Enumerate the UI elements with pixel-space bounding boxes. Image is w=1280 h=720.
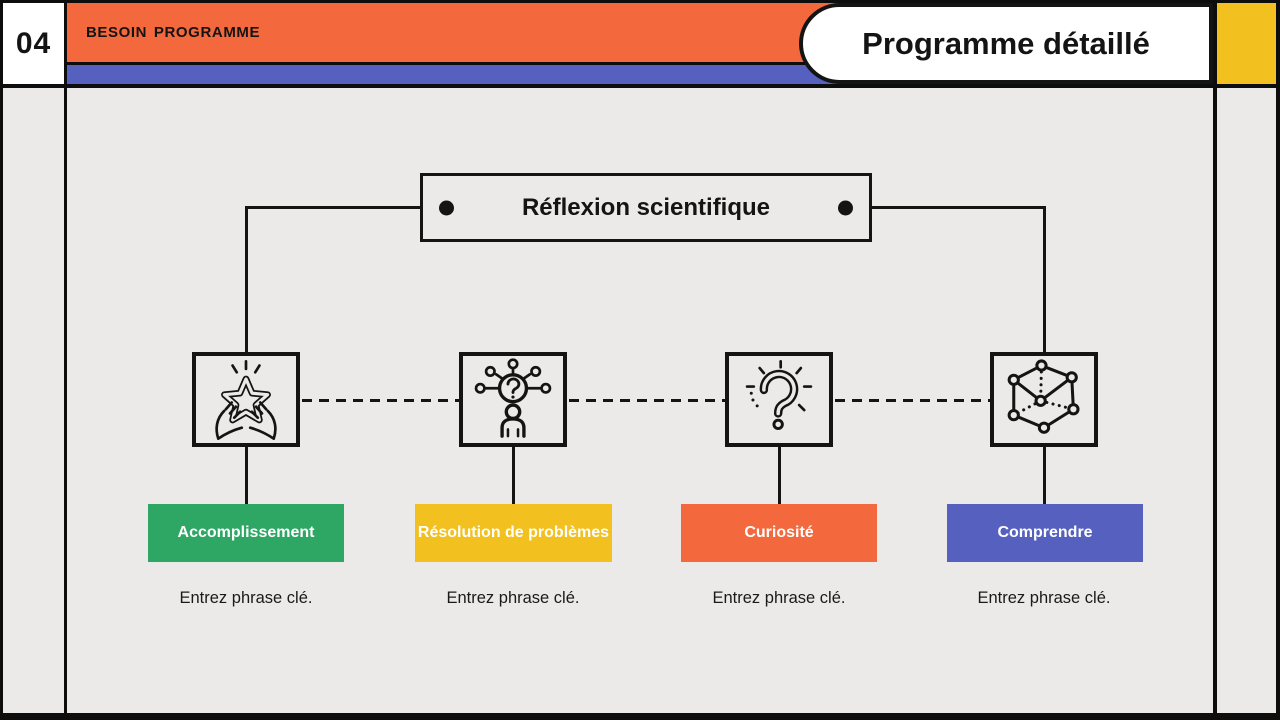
stem-node3 [778, 447, 781, 504]
connector-root-to-node1 [245, 206, 445, 209]
connector-root-to-node4-vertical [1043, 206, 1046, 352]
node2-label-text: Résolution de problèmes [417, 524, 610, 541]
connector-dot-left [439, 200, 454, 215]
node1-caption-placeholder[interactable]: Entrez phrase clé. [179, 589, 313, 607]
node1-label-text: Accomplissement [177, 524, 315, 541]
node4-label-text: Comprendre [997, 524, 1093, 541]
page-title: Programme détaillé [862, 25, 1150, 61]
stem-node4 [1043, 447, 1046, 504]
stem-node2 [512, 447, 515, 504]
connector-root-to-node1-vertical [245, 206, 248, 352]
brainstorm-person-question-icon [474, 357, 552, 438]
dashed-connector-node2-node3 [569, 399, 725, 402]
page-number-box: 04 [3, 3, 64, 84]
root-node-label: Réflexion scientifique [521, 193, 771, 221]
dashed-connector-node3-node4 [835, 399, 990, 402]
header-yellow-block [1217, 3, 1276, 84]
node2-label-yellow: Résolution de problèmes [415, 504, 612, 562]
root-node: Réflexion scientifique [420, 173, 872, 242]
left-margin-strip [3, 88, 64, 713]
node3-icon-box [725, 352, 833, 447]
connector-root-to-node4 [846, 206, 1046, 209]
question-mark-rays-icon [745, 359, 813, 430]
node1-icon-box [192, 352, 300, 447]
header-banner-label: BESOIN PROGRAMME [86, 24, 261, 41]
node4-caption-placeholder[interactable]: Entrez phrase clé. [977, 589, 1111, 607]
right-margin-strip [1217, 88, 1276, 713]
node3-label-text: Curiosité [744, 524, 814, 541]
node4-label-blue: Comprendre [947, 504, 1143, 562]
connector-dot-right [838, 200, 853, 215]
node1-label-green: Accomplissement [148, 504, 344, 562]
title-pill: Programme détaillé [799, 3, 1213, 84]
node3-label-orange: Curiosité [681, 504, 877, 562]
stem-node1 [245, 447, 248, 504]
wireframe-cube-icon [1007, 358, 1080, 434]
node2-caption-placeholder[interactable]: Entrez phrase clé. [446, 589, 580, 607]
node2-icon-box [459, 352, 567, 447]
dashed-connector-node1-node2 [302, 399, 459, 402]
node4-icon-box [990, 352, 1098, 447]
hands-presenting-star-icon [215, 359, 277, 440]
node3-caption-placeholder[interactable]: Entrez phrase clé. [712, 589, 846, 607]
